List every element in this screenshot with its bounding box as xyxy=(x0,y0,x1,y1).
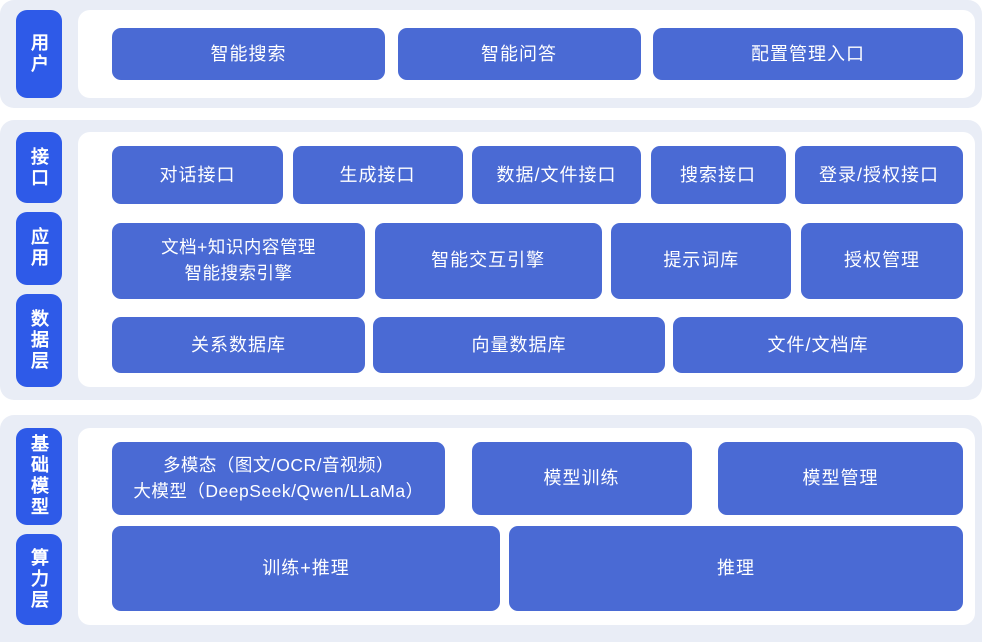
data-row: 关系数据库 向量数据库 文件/文档库 xyxy=(112,317,963,373)
interface-row: 对话接口 生成接口 数据/文件接口 搜索接口 登录/授权接口 xyxy=(112,146,963,204)
layer-label-data-text: 数据层 xyxy=(29,308,49,372)
middle-layers-label-column: 接口 应用 数据层 xyxy=(16,132,62,387)
node-config-management-entry: 配置管理入口 xyxy=(653,28,963,80)
node-auth-management: 授权管理 xyxy=(800,222,963,299)
layer-label-data: 数据层 xyxy=(16,293,62,387)
layer-label-user: 用户 xyxy=(16,10,62,98)
node-intelligent-qa: 智能问答 xyxy=(397,28,641,80)
user-layer-card: 智能搜索 智能问答 配置管理入口 xyxy=(78,10,975,98)
node-inference: 推理 xyxy=(509,526,963,611)
user-layer-panel: 用户 智能搜索 智能问答 配置管理入口 xyxy=(0,0,982,108)
layer-label-foundation-model-text: 基础模型 xyxy=(29,434,49,519)
node-file-document-store: 文件/文档库 xyxy=(673,317,963,373)
user-layer-row: 智能搜索 智能问答 配置管理入口 xyxy=(112,28,963,80)
node-relational-database: 关系数据库 xyxy=(112,317,365,373)
node-label-line: 智能搜索引擎 xyxy=(184,262,293,283)
node-multimodal-llm: 多模态（图文/OCR/音视频） 大模型（DeepSeek/Qwen/LLaMa） xyxy=(112,442,445,515)
node-login-auth-interface: 登录/授权接口 xyxy=(795,146,963,204)
node-intelligent-search: 智能搜索 xyxy=(112,28,385,80)
model-row: 多模态（图文/OCR/音视频） 大模型（DeepSeek/Qwen/LLaMa）… xyxy=(112,442,963,515)
node-label-line: 多模态（图文/OCR/音视频） xyxy=(162,455,395,476)
node-prompt-library: 提示词库 xyxy=(611,222,792,299)
layer-label-interface: 接口 xyxy=(16,132,62,203)
foundation-layers-label-column: 基础模型 算力层 xyxy=(16,428,62,625)
middle-layers-panel: 接口 应用 数据层 对话接口 生成接口 数据/文件接口 搜索接口 登录/授权接口… xyxy=(0,120,982,400)
node-model-training: 模型训练 xyxy=(471,442,692,515)
layer-label-compute-text: 算力层 xyxy=(29,547,49,611)
node-vector-database: 向量数据库 xyxy=(373,317,665,373)
layer-label-application-text: 应用 xyxy=(29,227,49,270)
node-search-interface: 搜索接口 xyxy=(650,146,786,204)
node-data-file-interface: 数据/文件接口 xyxy=(472,146,641,204)
layer-label-user-text: 用户 xyxy=(29,33,49,75)
node-dialogue-interface: 对话接口 xyxy=(112,146,283,204)
node-generation-interface: 生成接口 xyxy=(292,146,463,204)
node-training-inference: 训练+推理 xyxy=(112,526,500,611)
application-row: 文档+知识内容管理 智能搜索引擎 智能交互引擎 提示词库 授权管理 xyxy=(112,222,963,299)
node-label-line: 大模型（DeepSeek/Qwen/LLaMa） xyxy=(133,480,424,501)
node-model-management: 模型管理 xyxy=(718,442,963,515)
foundation-layers-panel: 基础模型 算力层 多模态（图文/OCR/音视频） 大模型（DeepSeek/Qw… xyxy=(0,415,982,642)
layer-label-application: 应用 xyxy=(16,212,62,285)
node-doc-knowledge-search-engine: 文档+知识内容管理 智能搜索引擎 xyxy=(112,222,365,299)
compute-row: 训练+推理 推理 xyxy=(112,526,963,611)
user-layer-label-column: 用户 xyxy=(16,10,62,98)
foundation-layers-card: 多模态（图文/OCR/音视频） 大模型（DeepSeek/Qwen/LLaMa）… xyxy=(78,428,975,625)
layer-label-foundation-model: 基础模型 xyxy=(16,428,62,525)
layer-label-interface-text: 接口 xyxy=(29,146,49,189)
layer-label-compute: 算力层 xyxy=(16,533,62,625)
node-label-line: 文档+知识内容管理 xyxy=(161,237,316,258)
middle-layers-card: 对话接口 生成接口 数据/文件接口 搜索接口 登录/授权接口 文档+知识内容管理… xyxy=(78,132,975,387)
node-intelligent-interaction-engine: 智能交互引擎 xyxy=(374,222,602,299)
